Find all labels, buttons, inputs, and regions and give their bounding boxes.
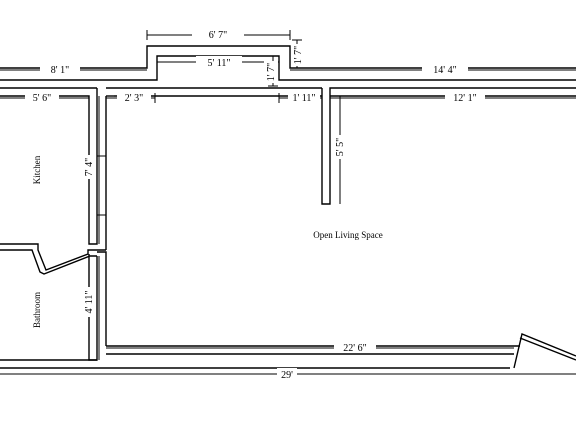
top-exterior-wall-outer [0,45,576,69]
dimension-lines [0,30,576,375]
partition-wall [321,87,576,205]
dim-bay-depth-left: 1' 7" [266,63,277,81]
kitchen-top-wall-inner [0,88,98,245]
dim-bay-outer: 6' 7" [209,30,227,41]
bath-kitchen-divider [0,243,106,271]
dim-partition-length: 5' 5" [335,138,346,156]
room-labels: Kitchen Bathroom Open Living Space [32,155,383,328]
walls [0,45,576,369]
dim-kitchen-width: 5' 6" [33,93,51,104]
dim-kitchen-depth: 7' 4" [84,158,95,176]
dim-closet-width: 1' 11" [292,93,315,104]
dim-bay-inner: 5' 11" [207,58,230,69]
entry-door [513,333,576,369]
entry-door-inner [519,337,576,361]
room-label-living: Open Living Space [313,230,382,240]
dim-overall-width: 29' [281,370,293,381]
room-label-kitchen: Kitchen [32,155,42,184]
dim-bay-depth-right: 1' 7" [293,46,304,64]
room-label-bathroom: Bathroom [32,292,42,328]
dimension-labels: 6' 7" 5' 11" 8' 1" 14' 4" 1' 7" 1' 7" 5'… [25,27,485,381]
dim-top-left-wall: 8' 1" [51,65,69,76]
dim-bathroom-depth: 4' 11" [84,290,95,313]
dim-living-top-left: 2' 3" [125,93,143,104]
bath-kitchen-divider-inner [0,249,97,275]
dim-top-right-wall: 14' 4" [433,65,456,76]
dim-living-bottom: 22' 6" [343,343,366,354]
dim-living-top-right: 12' 1" [453,93,476,104]
bathroom-right-wall-2 [97,251,107,346]
